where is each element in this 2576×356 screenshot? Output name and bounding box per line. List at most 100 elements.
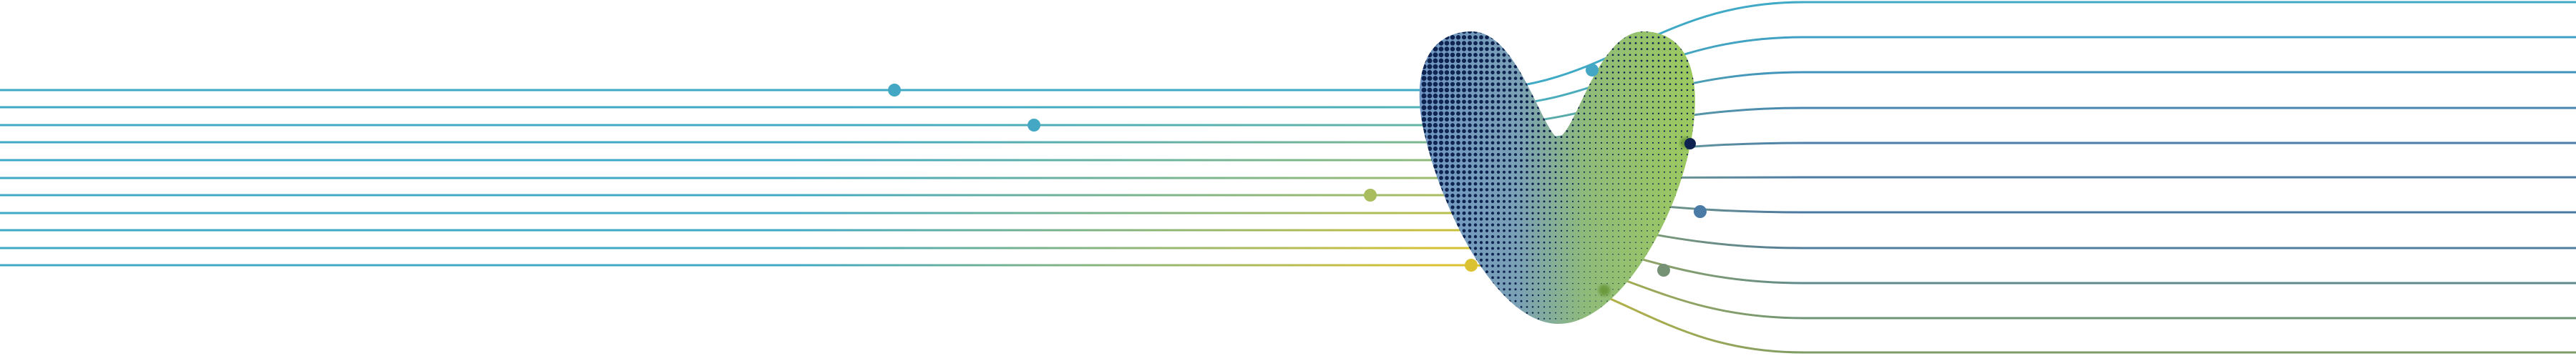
halftone-dot xyxy=(1502,182,1506,186)
halftone-dot xyxy=(1468,300,1472,303)
halftone-dot xyxy=(1640,71,1643,74)
halftone-dot xyxy=(1479,70,1483,75)
halftone-dot xyxy=(1462,94,1466,99)
halftone-dot xyxy=(1462,270,1466,274)
halftone-dot xyxy=(1606,31,1609,33)
halftone-dot xyxy=(1519,41,1523,45)
halftone-dot xyxy=(1640,48,1643,50)
halftone-dot xyxy=(1438,117,1444,122)
halftone-dot xyxy=(1634,136,1637,138)
halftone-dot xyxy=(1629,71,1631,74)
halftone-dot xyxy=(1513,129,1518,133)
halftone-dot xyxy=(1548,206,1551,209)
halftone-dot xyxy=(1658,324,1659,325)
halftone-dot xyxy=(1468,123,1472,127)
halftone-dot xyxy=(1646,200,1648,202)
halftone-dot xyxy=(1612,236,1614,237)
halftone-dot xyxy=(1572,282,1574,285)
halftone-dot xyxy=(1634,83,1637,86)
halftone-dot xyxy=(1439,258,1443,262)
halftone-dot xyxy=(1600,65,1603,68)
halftone-dot xyxy=(1439,275,1443,280)
halftone-dot xyxy=(1572,312,1574,314)
halftone-dot xyxy=(1456,187,1460,192)
halftone-dot xyxy=(1450,182,1455,186)
halftone-dot xyxy=(1571,159,1574,162)
halftone-dot xyxy=(1455,41,1461,46)
halftone-dot xyxy=(1566,136,1568,139)
halftone-dot xyxy=(1634,107,1637,109)
halftone-dot xyxy=(1548,247,1551,249)
halftone-dot xyxy=(1658,212,1659,214)
halftone-dot xyxy=(1479,59,1483,63)
halftone-dot xyxy=(1468,194,1472,198)
halftone-dot xyxy=(1583,130,1586,132)
halftone-dot xyxy=(1537,135,1540,139)
halftone-dot xyxy=(1657,59,1660,62)
halftone-dot xyxy=(1561,317,1562,320)
halftone-dot xyxy=(1606,183,1608,185)
halftone-dot xyxy=(1468,223,1472,227)
halftone-dot xyxy=(1612,218,1614,220)
halftone-dot xyxy=(1508,100,1512,104)
halftone-dot xyxy=(1433,140,1438,145)
halftone-dot xyxy=(1491,234,1495,239)
halftone-dot xyxy=(1640,159,1643,162)
halftone-dot xyxy=(1583,159,1586,162)
halftone-dot xyxy=(1427,69,1433,75)
halftone-dot xyxy=(1664,183,1665,185)
halftone-dot xyxy=(1513,94,1518,98)
halftone-dot xyxy=(1468,88,1472,92)
halftone-dot xyxy=(1427,105,1433,110)
halftone-dot xyxy=(1657,89,1660,92)
halftone-dot xyxy=(1520,253,1523,256)
halftone-dot xyxy=(1502,94,1506,98)
halftone-dot xyxy=(1646,265,1648,267)
halftone-dot xyxy=(1601,253,1602,255)
halftone-dot xyxy=(1438,99,1444,104)
halftone-dot xyxy=(1589,265,1591,267)
halftone-dot xyxy=(1681,212,1682,214)
halftone-dot xyxy=(1646,312,1648,314)
halftone-dot xyxy=(1595,207,1596,208)
halftone-dot xyxy=(1485,188,1489,192)
halftone-dot xyxy=(1537,212,1540,214)
halftone-dot xyxy=(1543,65,1546,69)
halftone-dot xyxy=(1508,117,1512,122)
halftone-dot xyxy=(1537,164,1540,168)
halftone-dot xyxy=(1652,177,1654,179)
halftone-dot xyxy=(1496,106,1501,110)
halftone-dot xyxy=(1491,35,1495,39)
halftone-dot xyxy=(1629,318,1631,320)
halftone-dot xyxy=(1686,65,1689,68)
halftone-dot xyxy=(1617,54,1620,56)
halftone-dot xyxy=(1520,159,1523,162)
halftone-dot xyxy=(1652,229,1654,232)
halftone-dot xyxy=(1503,241,1506,244)
halftone-dot xyxy=(1462,129,1466,134)
halftone-dot xyxy=(1554,247,1557,249)
halftone-dot xyxy=(1572,300,1574,302)
halftone-dot xyxy=(1595,218,1596,220)
halftone-dot xyxy=(1606,300,1608,302)
halftone-dot xyxy=(1646,59,1649,62)
halftone-dot xyxy=(1514,300,1517,302)
halftone-dot xyxy=(1664,212,1665,214)
halftone-dot xyxy=(1617,36,1620,39)
halftone-dot xyxy=(1635,212,1636,214)
halftone-dot xyxy=(1427,182,1433,187)
halftone-dot xyxy=(1497,311,1500,315)
halftone-dot xyxy=(1526,206,1528,209)
halftone-dot xyxy=(1456,88,1460,92)
halftone-dot xyxy=(1468,76,1472,81)
halftone-dot xyxy=(1422,275,1426,280)
halftone-dot xyxy=(1561,295,1562,296)
halftone-dot xyxy=(1468,105,1472,110)
halftone-dot xyxy=(1456,111,1460,116)
halftone-dot xyxy=(1566,76,1568,80)
halftone-dot xyxy=(1595,277,1596,279)
halftone-dot xyxy=(1578,224,1579,226)
halftone-dot xyxy=(1577,54,1580,56)
halftone-dot xyxy=(1611,142,1614,144)
halftone-dot xyxy=(1508,259,1511,262)
